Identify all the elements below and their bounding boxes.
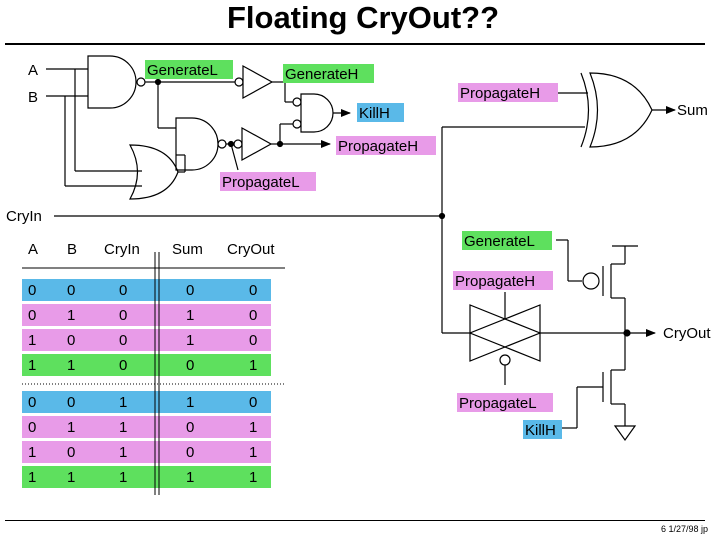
truth-table-cell: 1 — [119, 394, 127, 411]
label-propagate-l-tgate: PropagateL — [459, 395, 537, 412]
truth-table-row-bg — [22, 354, 271, 376]
truth-table-row-bg — [22, 329, 271, 351]
truth-table-cell: 1 — [119, 469, 127, 486]
label-generate-l-top: GenerateL — [147, 62, 218, 79]
truth-table-cell: 0 — [67, 394, 75, 411]
truth-table-cell: 1 — [186, 394, 194, 411]
truth-table-cell: 0 — [28, 307, 36, 324]
label-propagate-h-xor: PropagateH — [460, 85, 540, 102]
label-bg-propagate-h-tgate — [453, 271, 553, 290]
truth-table-cell: 0 — [28, 394, 36, 411]
label-generate-h: GenerateH — [285, 66, 358, 83]
truth-table-header-cryin: CryIn — [104, 241, 140, 258]
label-bg-propagate-h-mid — [336, 136, 436, 155]
truth-table-header-cryout: CryOut — [227, 241, 275, 258]
label-propagate-h-mid: PropagateH — [338, 138, 418, 155]
truth-table-row-bg — [22, 466, 271, 488]
truth-table-cell: 0 — [67, 282, 75, 299]
footer-page-date: 6 1/27/98 jp — [660, 524, 708, 534]
truth-table-cell: 0 — [28, 282, 36, 299]
truth-table-cell: 0 — [119, 282, 127, 299]
truth-table-cell: 0 — [67, 444, 75, 461]
truth-table-row-bg — [22, 441, 271, 463]
label-bg-kill-h-right — [523, 420, 562, 439]
label-bg-propagate-l-mid — [220, 172, 316, 191]
truth-table-cell: 1 — [67, 419, 75, 436]
truth-table-row-bg — [22, 304, 271, 326]
label-cryout: CryOut — [663, 325, 711, 342]
truth-table-cell: 1 — [67, 307, 75, 324]
truth-table-header-sum: Sum — [172, 241, 203, 258]
truth-table-cell: 0 — [249, 307, 257, 324]
truth-table-row-bg — [22, 391, 271, 413]
label-bg-generate-l-right — [462, 231, 552, 250]
truth-table-cell: 0 — [28, 419, 36, 436]
label-bg-propagate-l-tgate — [457, 393, 553, 412]
truth-table-cell: 1 — [67, 469, 75, 486]
xor-gate — [589, 72, 653, 148]
truth-table-cell: 1 — [186, 469, 194, 486]
nand-gate-2 — [175, 117, 219, 171]
truth-table-cell: 1 — [186, 307, 194, 324]
label-propagate-l-mid: PropagateL — [222, 174, 300, 191]
inverter-propagate — [241, 126, 273, 162]
truth-table-cell: 1 — [249, 444, 257, 461]
truth-table-cell: 0 — [249, 332, 257, 349]
label-bg-kill-h-top — [357, 103, 404, 122]
truth-table-header-b: B — [67, 241, 77, 258]
truth-table-row-bg — [22, 279, 271, 301]
or-gate — [128, 144, 179, 200]
title-rule — [5, 43, 705, 45]
truth-table-cell: 1 — [249, 469, 257, 486]
truth-table-cell: 0 — [186, 282, 194, 299]
label-bg-propagate-h-xor — [458, 83, 558, 102]
truth-table-cell: 1 — [119, 444, 127, 461]
label-bg-generate-h — [283, 64, 374, 83]
truth-table-cell: 0 — [186, 419, 194, 436]
truth-table-cell: 1 — [28, 357, 36, 374]
truth-table-cell: 1 — [28, 469, 36, 486]
label-kill-h-top: KillH — [359, 105, 390, 122]
truth-table-rows: 0 0 0 0 0 0 1 0 1 0 1 0 0 1 0 1 1 0 0 1 0 0 1 1 0 0 1 1 0 1 1 0 1 0 1 1 1 1 1 1 — [22, 279, 271, 488]
label-propagate-h-tgate: PropagateH — [455, 273, 535, 290]
cryin-label: CryIn — [6, 208, 42, 225]
input-b-label: B — [28, 89, 38, 106]
inverter-generate — [242, 64, 274, 100]
truth-table-cell: 1 — [119, 419, 127, 436]
kill-and-gate — [300, 93, 334, 133]
truth-table-cell: 1 — [67, 357, 75, 374]
label-kill-h-right: KillH — [525, 422, 556, 439]
truth-table-cell: 0 — [119, 307, 127, 324]
truth-table-cell: 0 — [186, 444, 194, 461]
slide-title: Floating CryOut?? — [226, 0, 500, 35]
truth-table-cell: 0 — [249, 394, 257, 411]
label-generate-l-right: GenerateL — [464, 233, 535, 250]
truth-table-row-bg — [22, 416, 271, 438]
truth-table-cell: 1 — [28, 444, 36, 461]
truth-table-cell: 1 — [28, 332, 36, 349]
truth-table-cell: 0 — [119, 357, 127, 374]
truth-table-cell: 0 — [249, 282, 257, 299]
footer-rule — [5, 520, 705, 521]
truth-table-cell: 1 — [249, 357, 257, 374]
truth-table-cell: 0 — [67, 332, 75, 349]
truth-table-cell: 0 — [119, 332, 127, 349]
nand-gate-1 — [87, 55, 137, 109]
input-a-label: A — [28, 62, 38, 79]
truth-table-cell: 1 — [249, 419, 257, 436]
label-sum: Sum — [677, 102, 708, 119]
truth-table-cell: 1 — [186, 332, 194, 349]
label-bg-generate-l-top — [145, 60, 233, 79]
truth-table-header-a: A — [28, 241, 38, 258]
truth-table-cell: 0 — [186, 357, 194, 374]
